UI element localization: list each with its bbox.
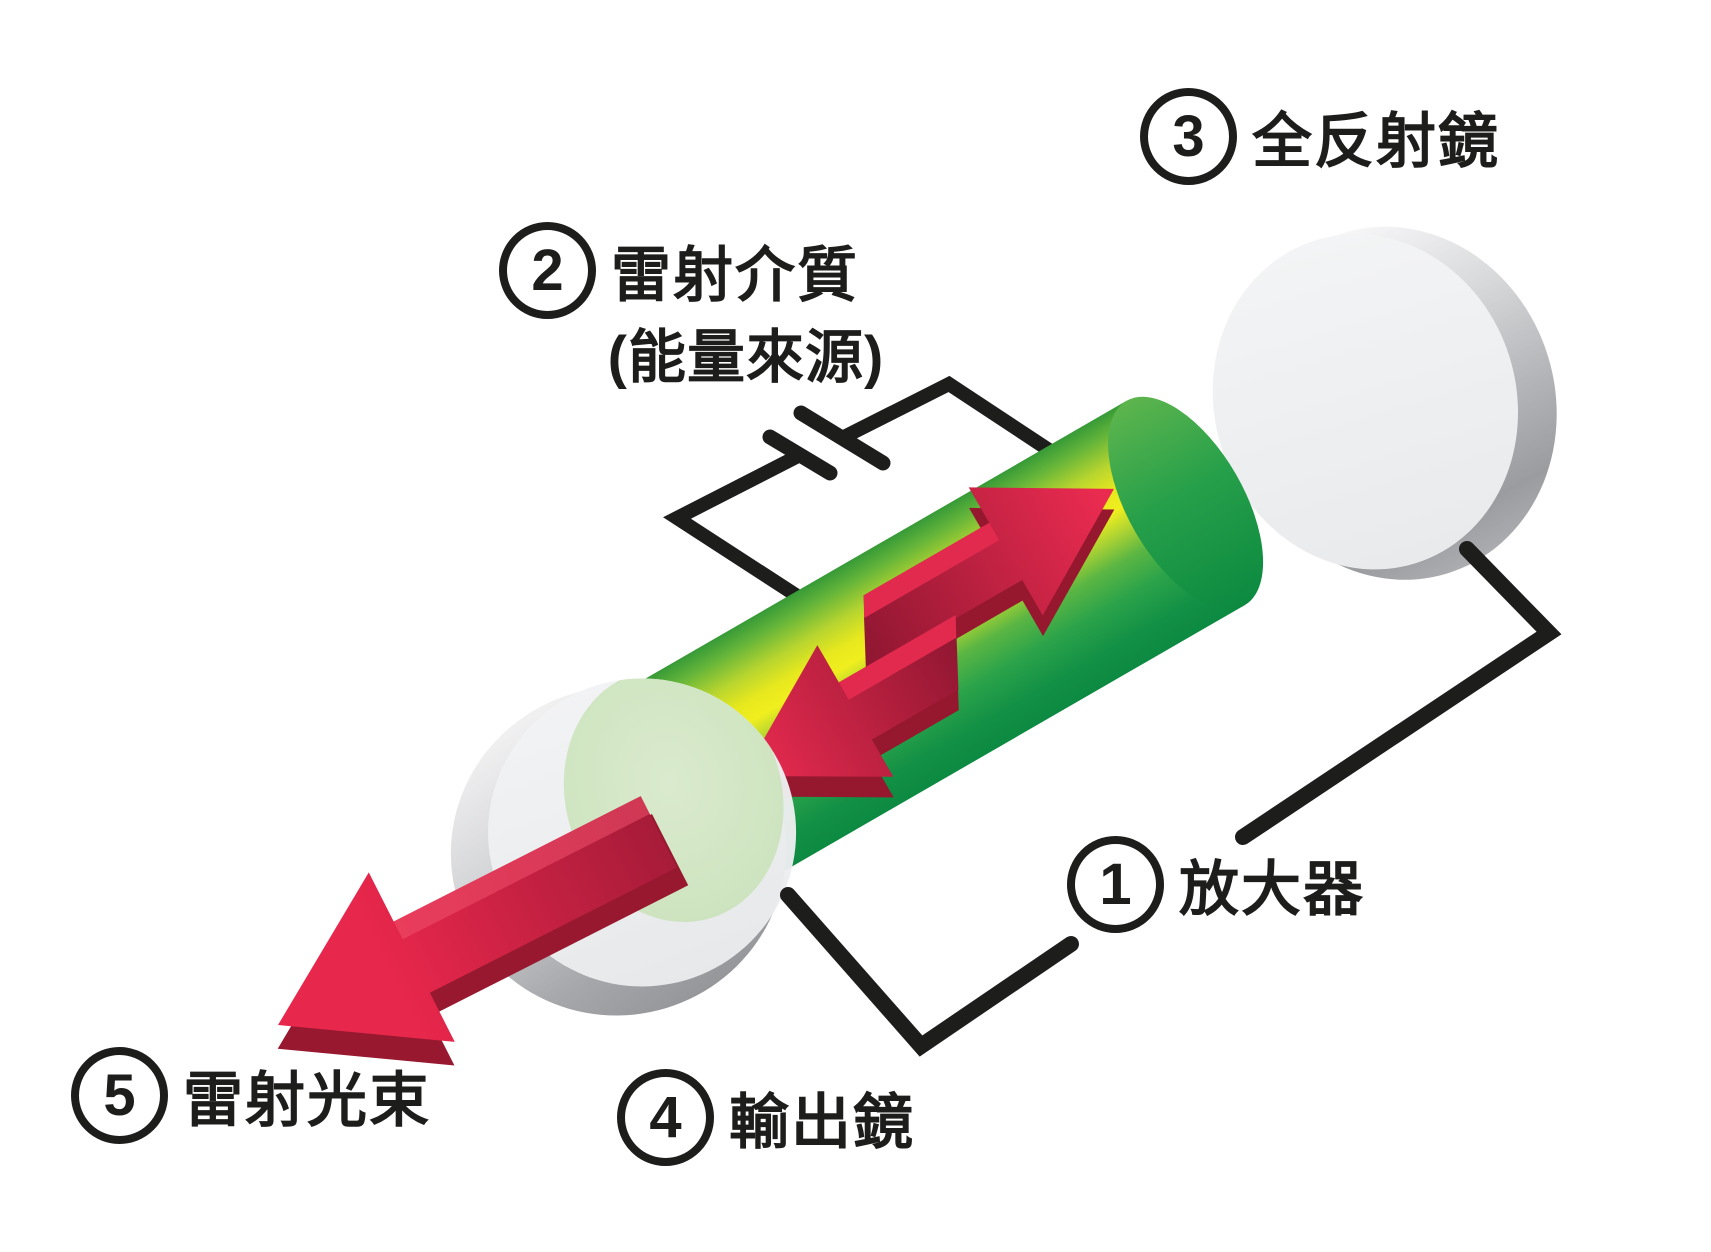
battery-short-plate [762,429,838,481]
label-medium-badge: 2 [499,222,596,319]
label-beam-badge: 5 [71,1047,168,1144]
label-beam: 5 雷射光束 [71,1047,431,1144]
label-rear-mirror-number: 3 [1172,104,1205,169]
label-rear-mirror-badge: 3 [1140,88,1237,185]
label-beam-text: 雷射光束 [183,1067,431,1134]
laser-beam-arrow-face [278,796,677,1042]
pump-circuit-wire-right [835,375,1065,463]
rear-mirror-face [1212,234,1519,570]
rod-end-cap [1108,396,1264,610]
battery-long-plate [793,405,891,471]
label-output-mirror: 4 輸出鏡 [617,1069,915,1166]
label-medium-text: 雷射介質 [611,242,859,309]
label-amplifier: 1 放大器 [1067,836,1365,933]
beam-arrow-left [742,614,959,798]
label-medium: 2 雷射介質 [499,222,859,319]
label-amplifier-number: 1 [1099,852,1132,917]
label-beam-number: 5 [103,1063,136,1128]
label-amplifier-badge: 1 [1067,836,1164,933]
label-amplifier-text: 放大器 [1179,856,1365,923]
beam-arrow-left-highlight [838,614,957,700]
label-medium-subtext: (能量來源) [607,325,885,390]
amplifier-bracket-upper [1235,541,1562,845]
laser-beam-arrow-highlight [393,796,650,940]
label-rear-mirror: 3 全反射鏡 [1140,88,1500,185]
laser-beam-arrow [277,796,689,1066]
rear-mirror [1212,226,1557,580]
label-rear-mirror-text: 全反射鏡 [1252,108,1500,175]
pump-circuit-wire-left [663,448,815,610]
beam-arrow-right-face [863,487,1114,671]
label-output-mirror-badge: 4 [617,1069,714,1166]
battery-icon [762,405,891,481]
amplifier-bracket-lower [780,887,1079,1057]
label-output-mirror-number: 4 [649,1085,682,1150]
label-medium-number: 2 [531,238,564,303]
label-output-mirror-text: 輸出鏡 [729,1089,915,1156]
beam-arrow-right-highlight [863,522,1000,619]
pump-circuit [663,375,1065,610]
amplifier-bracket [780,541,1562,1057]
